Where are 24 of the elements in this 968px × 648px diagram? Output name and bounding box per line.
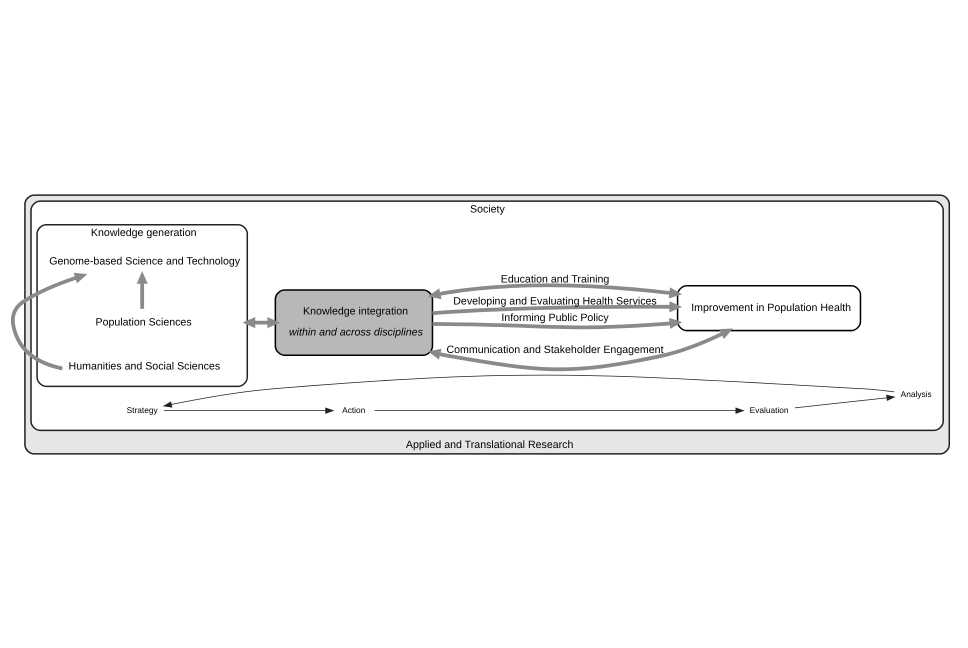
- edge-label: Informing Public Policy: [501, 312, 609, 324]
- arrow: [428, 328, 733, 371]
- arrow: [162, 374, 895, 408]
- node-text: Action: [342, 404, 366, 414]
- arrow: [10, 272, 88, 370]
- edge-label: Education and Training: [500, 273, 610, 286]
- node-box: Improvement in Population Health: [676, 284, 862, 331]
- arrow: [428, 283, 682, 299]
- arrow: [794, 394, 896, 408]
- arrow: [374, 406, 745, 414]
- node-text: Strategy: [126, 404, 158, 414]
- node-text: Analysis: [900, 388, 932, 398]
- arrow: [164, 406, 334, 414]
- node-text: Evaluation: [750, 404, 789, 414]
- edge-label: Developing and Evaluating Health Services: [453, 295, 657, 308]
- node-text: Humanities and Social Sciences: [68, 360, 220, 372]
- arrow: [432, 300, 682, 315]
- node-box: Knowledge integration within and across disciplines: [274, 288, 434, 356]
- arrow: [242, 316, 280, 328]
- node-text: Genome-based Science and Technology: [49, 255, 240, 268]
- node-text: Population Sciences: [96, 316, 192, 328]
- arrow: [136, 270, 148, 308]
- arrow: [432, 317, 682, 329]
- edge-label: Communication and Stakeholder Engagement: [446, 344, 664, 356]
